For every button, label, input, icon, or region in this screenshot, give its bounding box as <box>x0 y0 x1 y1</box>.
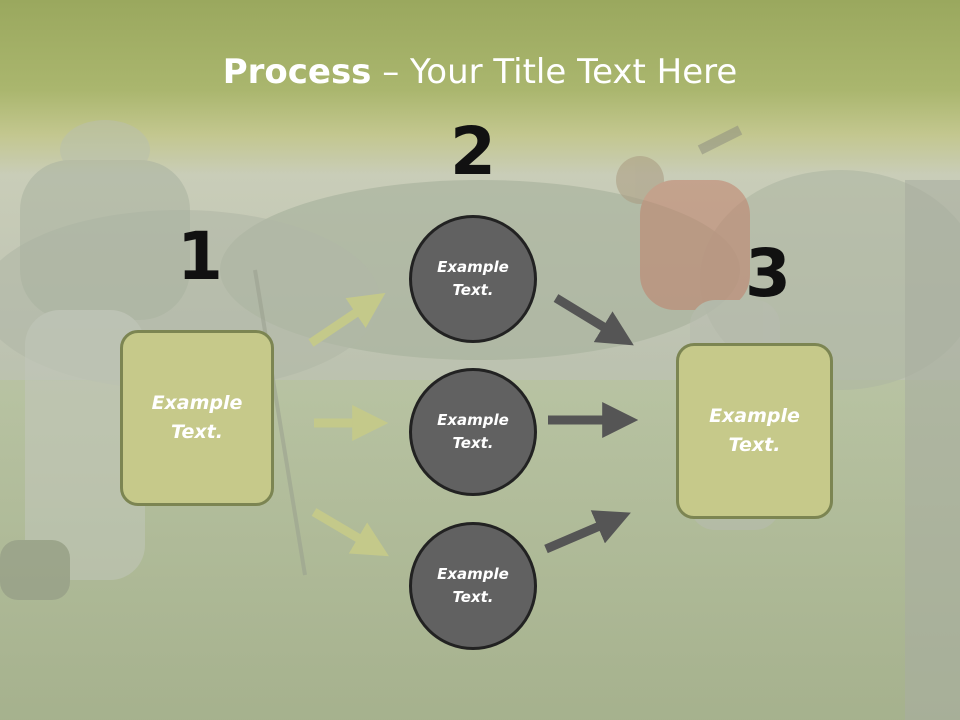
step-1-text-line1: Example <box>151 392 243 414</box>
step-3-text-line2: Text. <box>728 434 781 456</box>
step-number-3: 3 <box>745 235 791 312</box>
slide-title: Process – Your Title Text Here <box>0 52 960 92</box>
circle-top-text-line1: Example <box>437 258 509 276</box>
circle-top-text-line2: Text. <box>452 281 494 299</box>
circle-middle-text-line2: Text. <box>452 434 494 452</box>
circle-bottom-text-line2: Text. <box>452 588 494 606</box>
arrow-top-to-3 <box>553 294 634 346</box>
step-number-2: 2 <box>450 113 496 190</box>
circle-bottom-text-line1: Example <box>437 565 509 583</box>
circle-middle-text-line1: Example <box>437 411 509 429</box>
arrow-1-to-bottom <box>311 508 389 557</box>
title-rest: – Your Title Text Here <box>371 52 738 92</box>
arrow-1-to-top <box>308 292 386 347</box>
step-number-1: 1 <box>177 218 223 295</box>
step-3-text-line1: Example <box>709 405 800 427</box>
title-bold: Process <box>222 52 372 92</box>
arrow-bottom-to-3 <box>544 510 631 554</box>
step-1-text-line2: Text. <box>171 421 223 443</box>
